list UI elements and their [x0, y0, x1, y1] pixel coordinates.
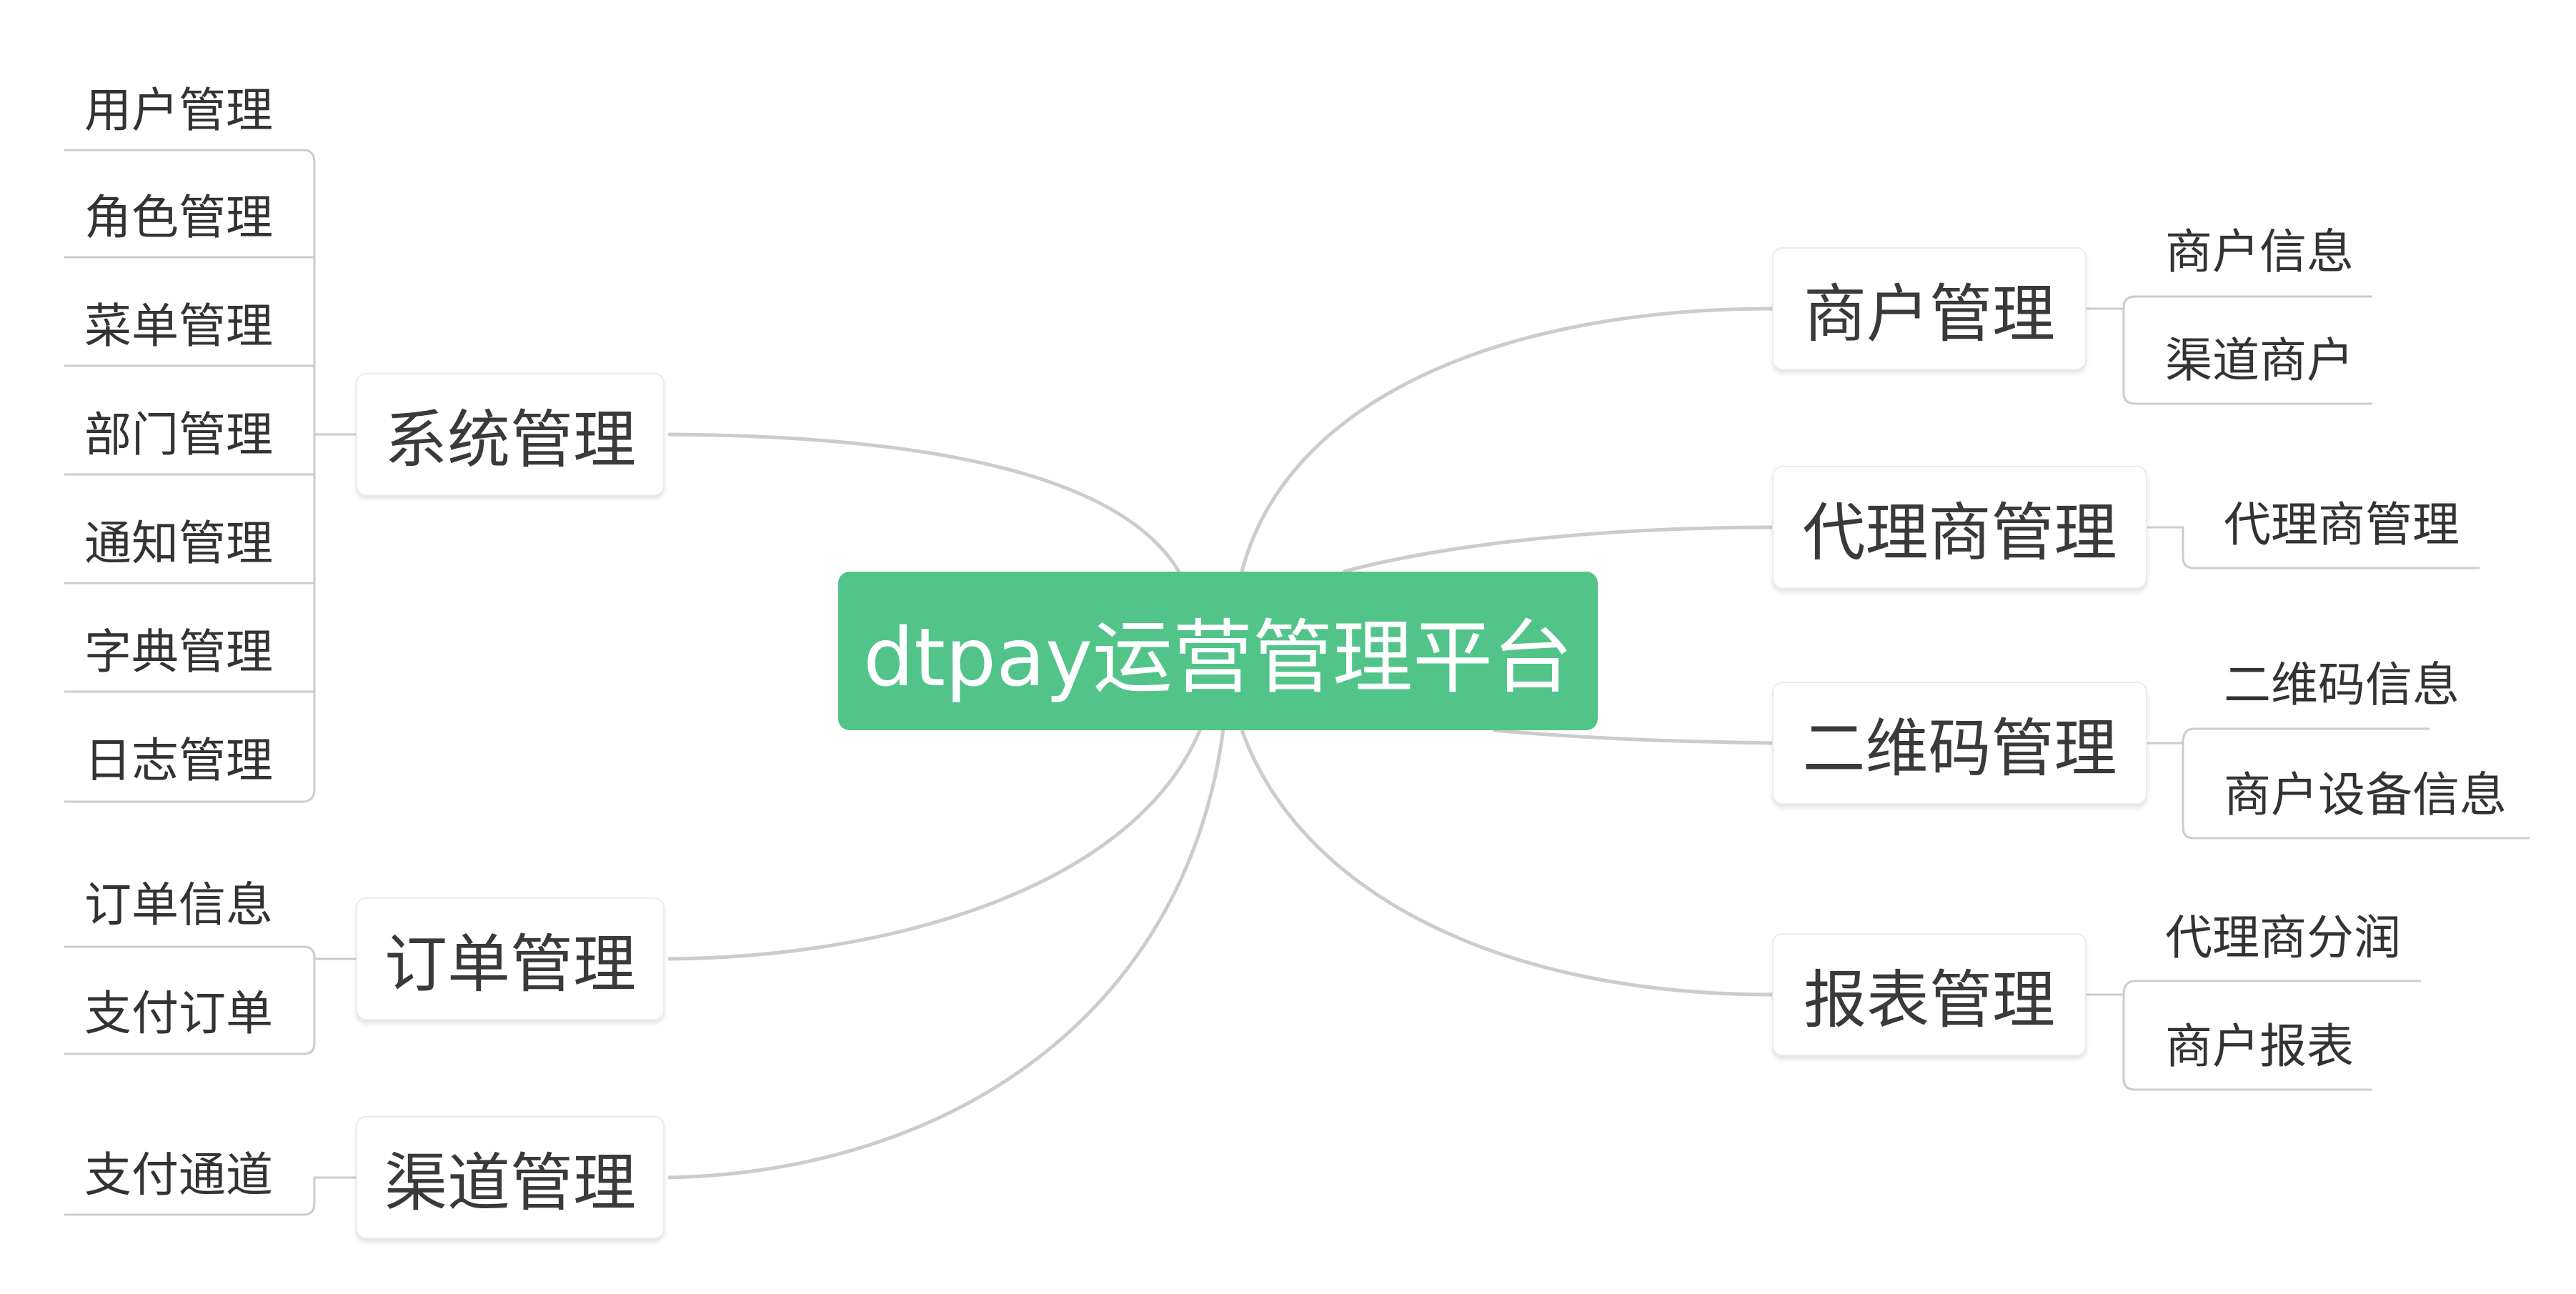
- leaf-node[interactable]: 角色管理: [84, 190, 273, 245]
- leaf-node[interactable]: 商户设备信息: [2224, 767, 2507, 822]
- connector-root-to-agent: [1343, 525, 1773, 574]
- leaf-node[interactable]: 日志管理: [84, 733, 273, 788]
- connector-root-to-qrcode: [1493, 728, 1773, 745]
- branch-node-qrcode[interactable]: 二维码管理: [1772, 682, 2147, 805]
- branch-node-order[interactable]: 订单管理: [356, 897, 665, 1020]
- leaf-node[interactable]: 商户信息: [2165, 224, 2354, 279]
- connector-agent-to-leaves: [2147, 526, 2480, 569]
- branch-node-channel[interactable]: 渠道管理: [356, 1116, 665, 1239]
- leaf-node[interactable]: 支付订单: [84, 986, 273, 1041]
- branch-node-report[interactable]: 报表管理: [1772, 933, 2087, 1056]
- leaf-node[interactable]: 订单信息: [84, 877, 273, 932]
- leaf-node[interactable]: 代理商管理: [2224, 497, 2460, 552]
- connector-system-to-leaves: [64, 149, 356, 803]
- connector-report-to-leaves: [2087, 980, 2421, 1091]
- connector-order-to-leaves: [64, 945, 356, 1055]
- leaf-node[interactable]: 渠道商户: [2165, 333, 2354, 388]
- connector-root-to-merchant: [1240, 307, 1773, 572]
- leaf-node[interactable]: 支付通道: [84, 1148, 273, 1203]
- branch-node-system[interactable]: 系统管理: [356, 373, 665, 496]
- connector-channel-to-leaves: [64, 1176, 356, 1216]
- leaf-node[interactable]: 二维码信息: [2224, 657, 2460, 712]
- branch-node-merchant[interactable]: 商户管理: [1772, 247, 2087, 370]
- leaf-node[interactable]: 菜单管理: [84, 299, 273, 354]
- leaf-node[interactable]: 部门管理: [84, 407, 273, 462]
- leaf-node[interactable]: 用户管理: [84, 83, 273, 138]
- root-node[interactable]: dtpay运营管理平台: [838, 572, 1598, 730]
- connector-root-to-channel: [667, 728, 1225, 1180]
- leaf-node[interactable]: 代理商分润: [2165, 910, 2401, 965]
- leaf-node[interactable]: 字典管理: [84, 624, 273, 680]
- connector-qrcode-to-leaves: [2147, 727, 2530, 840]
- leaf-node[interactable]: 商户报表: [2165, 1019, 2354, 1074]
- branch-node-agent[interactable]: 代理商管理: [1772, 466, 2147, 589]
- connector-root-to-system: [667, 432, 1181, 573]
- connector-root-to-report: [1240, 730, 1773, 997]
- connector-root-to-order: [667, 728, 1203, 961]
- connector-merchant-to-leaves: [2087, 295, 2372, 405]
- leaf-node[interactable]: 通知管理: [84, 516, 273, 571]
